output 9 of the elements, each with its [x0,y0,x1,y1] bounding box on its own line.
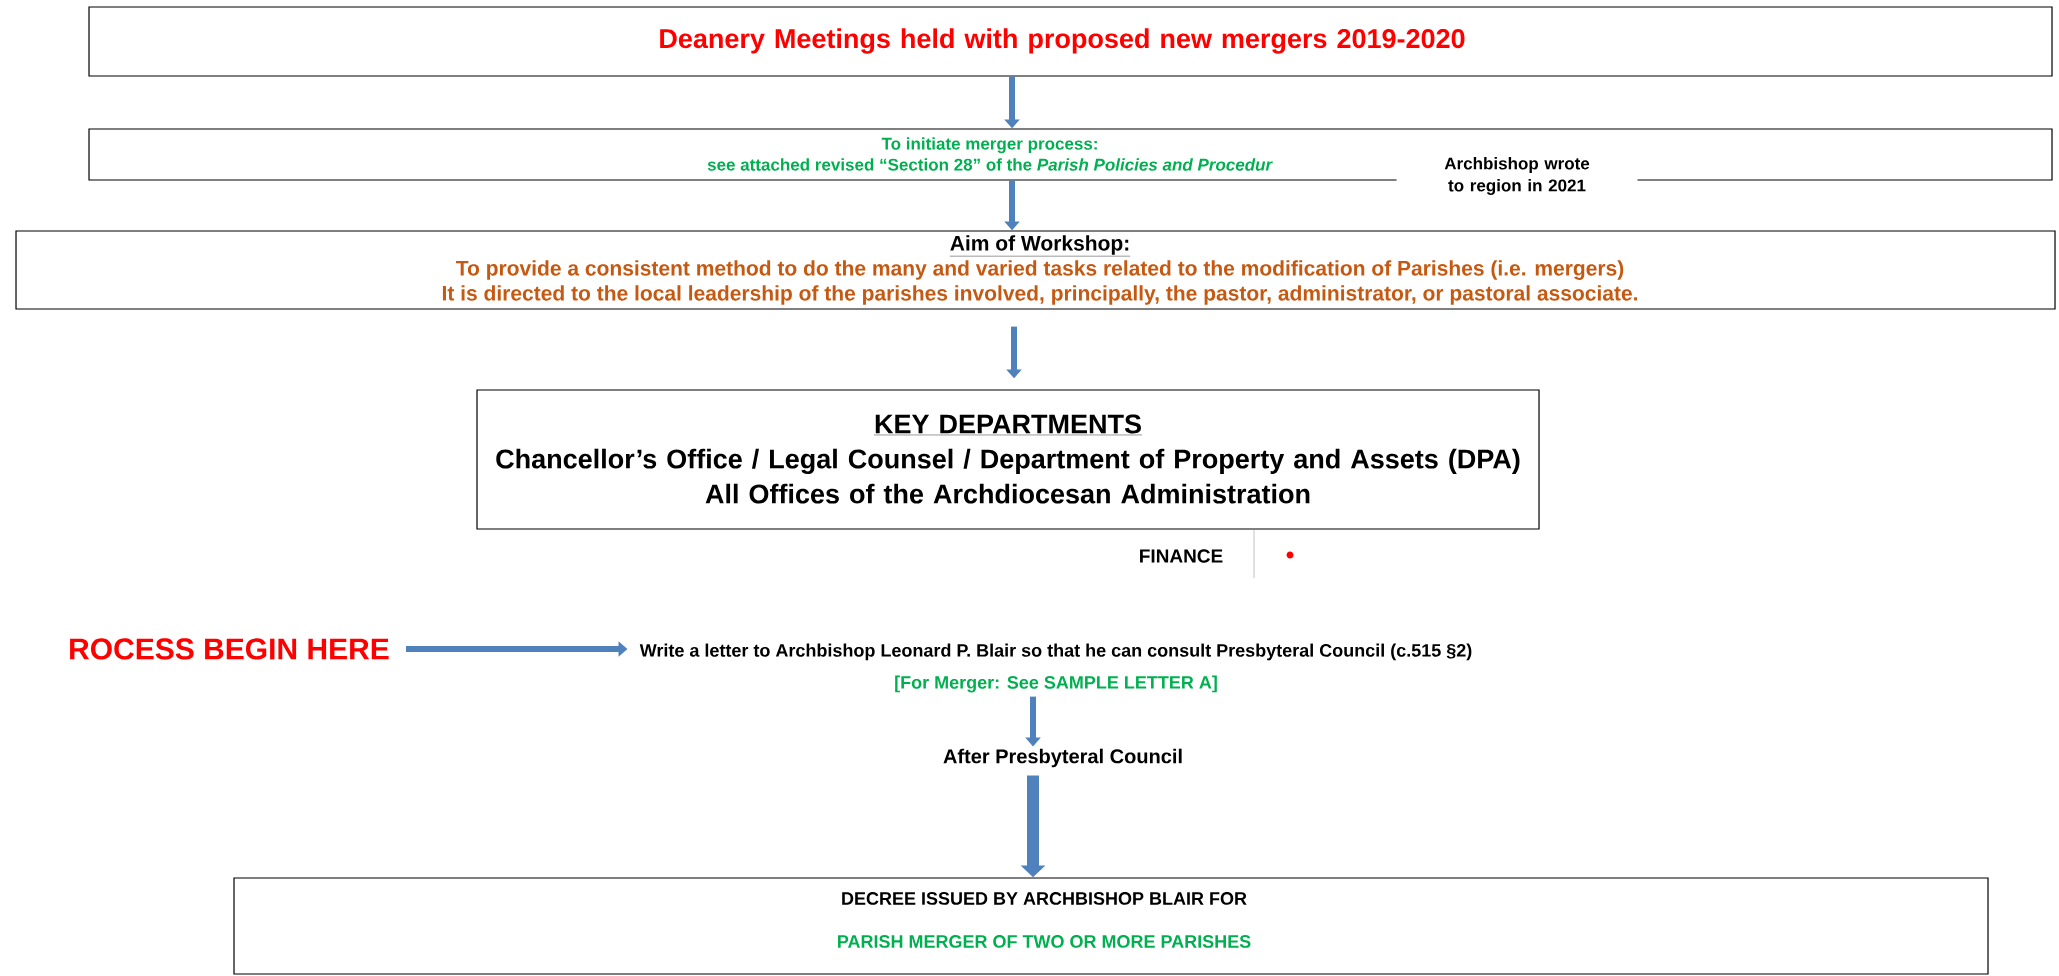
note-text: Archbishop wrote to region in 2021 [1396,154,1638,198]
process-box: Deanery Meetings held with proposed new mergers 2019-2020 [88,6,2053,77]
process-box: KEY DEPARTMENTS Chancellor’s Office / Legal Counsel / Department of Property and Assets (DPA) All Offices of the Archdiocesan Administration [476,389,1540,530]
start-label: ROCESS BEGIN HERE [70,638,389,660]
step-text: Write a letter to Archbishop Leonard P. Blair so that he can consult Presbyteral Council (c.515 §2) [For Merger: See SAMPLE LETTER A] [639,643,1472,693]
process-box: DECREE ISSUED BY ARCHBISHOP BLAIR FOR PARISH MERGER OF TWO OR MORE PARISHES [233,877,1989,975]
process-box: Aim of Workshop: To provide a consistent method to do the many and varied tasks related to the modification of Parishes (i.e. mergers) It is directed to the local leadership of the parishes involved, principally, the pastor, administrator, or pastoral associate. [15,230,2056,310]
step-text: After Presbyteral Council [943,748,1182,768]
department-label: FINANCE [1140,549,1223,563]
